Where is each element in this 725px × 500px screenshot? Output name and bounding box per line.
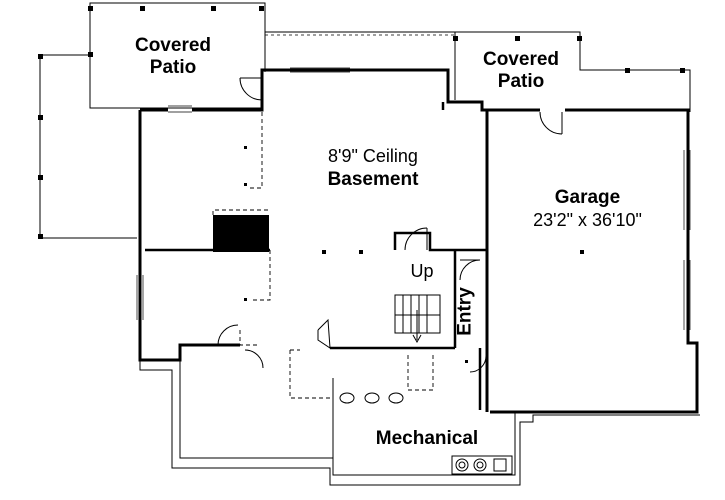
dashed-partitions (212, 112, 434, 399)
door-swings (217, 77, 563, 373)
garage-label: Garage 23'2" x 36'10" (500, 188, 675, 229)
exterior-walls (138, 68, 699, 414)
basement-ceiling: 8'9" Ceiling (328, 146, 418, 166)
basement-name: Basement (327, 169, 419, 190)
patio-right-line2: Patio (497, 71, 545, 92)
mechanical-label: Mechanical (375, 428, 479, 449)
stairs (317, 294, 441, 349)
entry-label: Entry (454, 287, 476, 336)
patio-right-label: Covered Patio (466, 50, 576, 91)
basement-label: 8'9" Ceiling Basement (298, 147, 448, 189)
lower-outer-walls (139, 360, 700, 486)
patio-right-line1: Covered (482, 49, 560, 70)
windows (136, 67, 691, 330)
garage-dims: 23'2" x 36'10" (533, 210, 642, 230)
patio-right-posts (453, 36, 685, 73)
stair-up-label: Up (410, 261, 434, 281)
fireplace-block (213, 215, 269, 252)
patio-left-line1: Covered (134, 35, 212, 56)
patio-left-label: Covered Patio (118, 36, 228, 77)
garage-name: Garage (554, 187, 621, 208)
column-posts (244, 146, 584, 363)
patio-right-outline (454, 31, 691, 112)
patio-left-line2: Patio (149, 57, 197, 78)
patio-left-posts (38, 6, 264, 239)
roof-dash-line (264, 34, 455, 72)
mechanical-fixtures (339, 392, 513, 475)
